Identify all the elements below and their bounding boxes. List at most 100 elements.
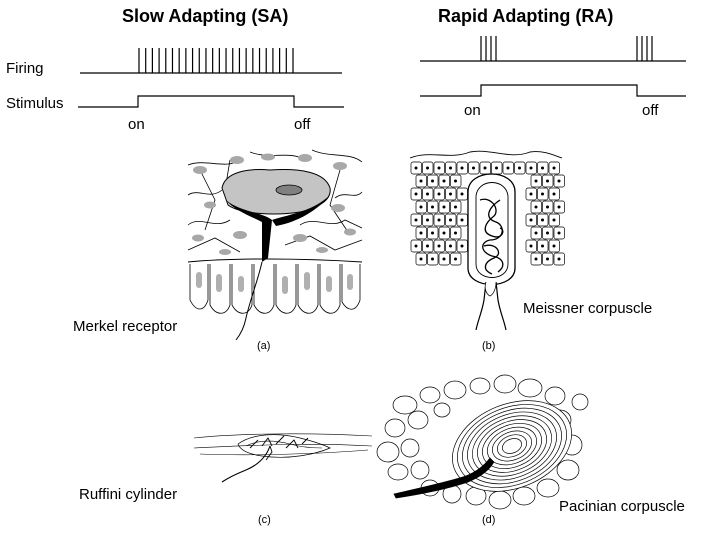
epidermal-cell	[445, 187, 457, 201]
epidermal-cell	[427, 174, 439, 188]
cell-nucleus	[541, 218, 544, 222]
adipose-cell	[407, 410, 429, 430]
epidermal-cell	[445, 213, 457, 227]
cell-nucleus	[414, 192, 418, 196]
epidermal-cell	[548, 161, 560, 175]
pacinian-corpuscle-illustration	[376, 374, 589, 510]
stimulus-label: Stimulus	[6, 95, 64, 112]
epidermal-cell	[537, 239, 549, 253]
epidermal-cell	[456, 161, 468, 175]
ra-spike-train	[480, 36, 653, 61]
merkel-label: Merkel receptor	[73, 318, 178, 335]
epidermal-cell	[415, 174, 427, 188]
adipose-cell	[556, 459, 580, 481]
epidermal-cell	[525, 187, 537, 201]
cell-nucleus	[552, 218, 556, 222]
cell-nucleus	[546, 257, 549, 261]
cell-nucleus	[442, 179, 446, 183]
adipose-cell	[488, 490, 512, 510]
cell-nucleus	[557, 231, 561, 235]
epidermal-cell	[530, 200, 542, 214]
cell-nucleus	[426, 218, 429, 222]
epidermal-cell	[548, 239, 560, 253]
cell-nucleus	[442, 231, 446, 235]
epidermal-cell	[537, 213, 549, 227]
epidermal-cell	[542, 252, 554, 266]
cell-nucleus	[518, 166, 521, 170]
ruffini-cylinder-illustration	[193, 433, 373, 483]
epidermal-cell	[410, 161, 422, 175]
merkel-basal-cells	[187, 258, 363, 314]
adipose-cell	[387, 463, 409, 481]
epidermal-cell	[548, 213, 560, 227]
cell-nucleus	[529, 192, 533, 196]
epidermal-cell	[553, 174, 565, 188]
adipose-cell	[571, 393, 589, 411]
cell-nucleus	[437, 166, 441, 170]
cell-nucleus	[454, 205, 457, 209]
lamella	[482, 423, 542, 469]
epidermal-cell	[433, 187, 445, 201]
epidermal-cell	[530, 226, 542, 240]
epidermal-cell	[553, 252, 565, 266]
merkel-nuclei	[192, 153, 356, 255]
epidermal-cell	[445, 161, 457, 175]
epidermal-cell	[422, 239, 434, 253]
firing-label: Firing	[6, 60, 44, 77]
epidermal-cell	[530, 252, 542, 266]
epidermal-cell	[438, 252, 450, 266]
epidermal-cell	[542, 226, 554, 240]
ruffini-label: Ruffini cylinder	[79, 486, 178, 503]
epidermal-cell	[468, 161, 480, 175]
lamella	[502, 438, 522, 454]
cell-nucleus	[460, 244, 464, 248]
epidermal-cell	[525, 239, 537, 253]
cell-nucleus	[442, 257, 446, 261]
cell-nucleus	[552, 192, 556, 196]
adipose-cell	[512, 486, 536, 506]
pacinian-lamellae	[452, 400, 572, 492]
epidermal-cell	[450, 200, 462, 214]
cell-nucleus	[460, 192, 464, 196]
cell-nucleus	[419, 205, 423, 209]
epidermal-cell	[422, 161, 434, 175]
epidermal-cell	[438, 226, 450, 240]
lamella	[497, 434, 527, 458]
adipose-cell	[419, 386, 441, 404]
cell-nucleus	[472, 166, 475, 170]
cell-nucleus	[426, 192, 429, 196]
cell-nucleus	[437, 192, 441, 196]
adipose-cell	[443, 380, 467, 400]
cell-nucleus	[419, 231, 423, 235]
epidermal-cell	[410, 239, 422, 253]
epidermal-cell	[422, 213, 434, 227]
ra-off-label: off	[642, 102, 659, 119]
epidermal-cell	[450, 174, 462, 188]
epidermal-cell	[415, 252, 427, 266]
epidermal-cell	[537, 187, 549, 201]
cell-nucleus	[442, 205, 446, 209]
epidermal-cell	[438, 200, 450, 214]
cell-nucleus	[414, 244, 418, 248]
cell-nucleus	[534, 179, 538, 183]
cell-nucleus	[534, 231, 538, 235]
cell-nucleus	[546, 231, 549, 235]
meissner-corpuscle-illustration	[409, 150, 565, 331]
cell-nucleus	[426, 166, 429, 170]
epidermal-cell	[410, 213, 422, 227]
epidermal-cell	[427, 200, 439, 214]
cell-nucleus	[449, 166, 452, 170]
epidermal-cell	[450, 252, 462, 266]
adipose-cell	[376, 441, 400, 463]
epidermal-cell	[415, 226, 427, 240]
cell-nucleus	[431, 179, 434, 183]
epidermal-cell	[548, 187, 560, 201]
lamella	[492, 430, 532, 462]
cell-nucleus	[495, 166, 498, 170]
epidermal-cell	[514, 161, 526, 175]
epidermal-cell	[433, 161, 445, 175]
sa-spike-train	[138, 48, 294, 73]
adipose-cell	[410, 460, 430, 480]
adipose-cell	[493, 374, 517, 394]
meissner-epidermal-cells	[410, 161, 565, 266]
